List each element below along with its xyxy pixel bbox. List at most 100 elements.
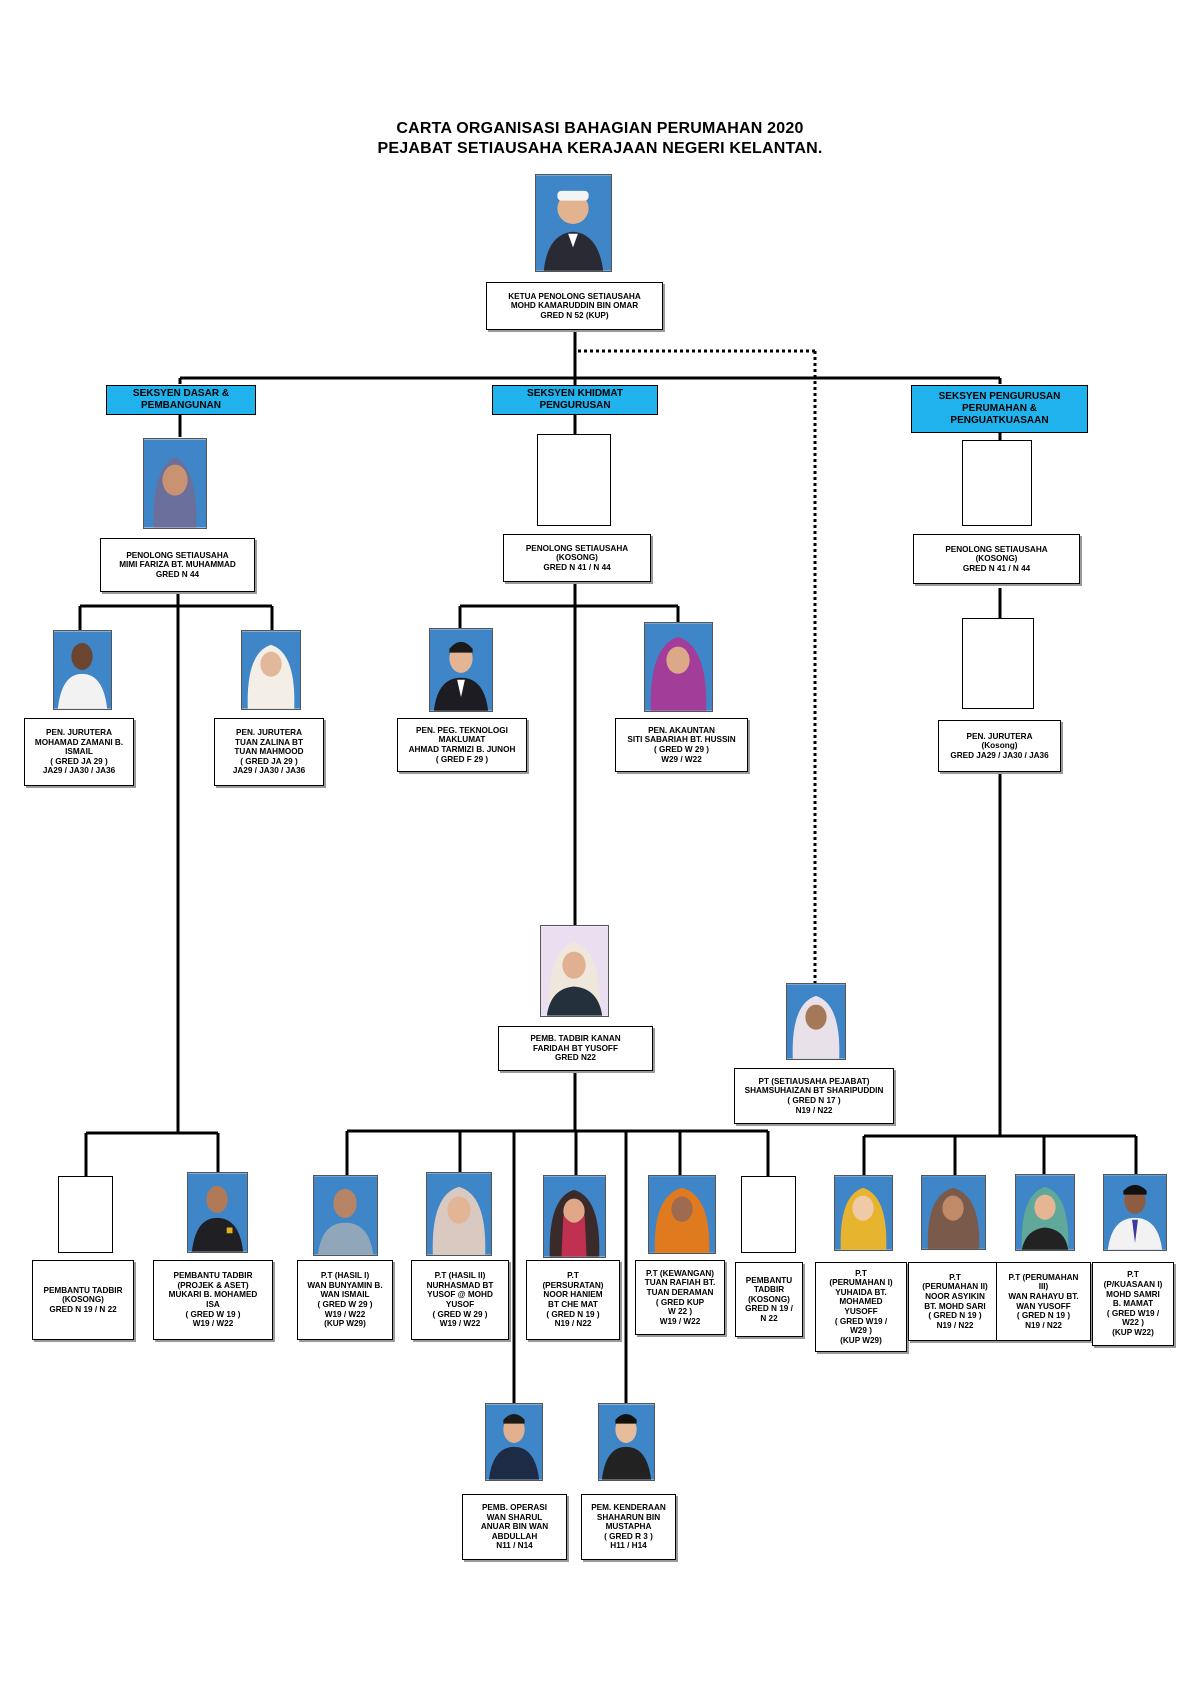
setiausaha-pejabat-box: PT (SETIAUSAHA PEJABAT) SHAMSUHAIZAN BT … xyxy=(734,1068,894,1124)
grade: ( GRED N 19 ) xyxy=(546,1309,600,1319)
position: KETUA PENOLONG SETIAUSAHA xyxy=(508,291,641,301)
grade: W19 / W22 xyxy=(659,1316,701,1326)
grade: JA29 / JA30 / JA36 xyxy=(42,766,116,776)
grade: N 22 xyxy=(760,1313,778,1323)
person-name: (KOSONG) xyxy=(556,553,598,563)
person-name: BT CHE MAT xyxy=(548,1300,598,1309)
section-label: PERUMAHAN & xyxy=(962,403,1037,414)
khidmat-ptk-box: PEMB. TADBIR KANAN FARIDAH BT YUSOFF GRE… xyxy=(498,1026,653,1071)
pengurusan-perumahan3-photo xyxy=(1015,1174,1075,1251)
section-pengurusan: SEKSYEN PENGURUSAN PERUMAHAN & PENGUATKU… xyxy=(911,385,1088,433)
grade: ( GRED KUP xyxy=(655,1297,705,1307)
khidmat-akauntan-box: PEN. AKAUNTAN SITI SABARIAH BT. HUSSIN (… xyxy=(615,718,748,772)
person-name: TUAN MAHMOOD xyxy=(234,747,304,757)
khidmat-persuratan-box: P.T (PERSURATAN) NOOR HANIEM BT CHE MAT … xyxy=(526,1260,620,1340)
dasar-ps-box: PENOLONG SETIAUSAHA MIMI FARIZA BT. MUHA… xyxy=(100,538,255,592)
position: PT (SETIAUSAHA PEJABAT) xyxy=(758,1076,870,1086)
position: P.T xyxy=(855,1268,867,1278)
chart-title-line2: PEJABAT SETIAUSAHA KERAJAAN NEGERI KELAN… xyxy=(377,140,823,157)
grade: N11 / N14 xyxy=(496,1541,533,1551)
khidmat-persuratan-photo xyxy=(543,1175,606,1258)
person-name: (Kosong) xyxy=(981,741,1018,751)
grade: ( GRED JA 29 ) xyxy=(240,756,298,766)
person-name: YUSOF @ MOHD xyxy=(427,1290,493,1300)
position: (PERSURATAN) xyxy=(542,1280,604,1290)
position: PENOLONG SETIAUSAHA xyxy=(126,550,229,560)
position: PENOLONG SETIAUSAHA xyxy=(525,543,629,553)
head-photo xyxy=(535,174,612,272)
pengurusan-perumahan1-photo xyxy=(834,1175,893,1251)
grade: GRED N 41 / N 44 xyxy=(543,562,611,572)
khidmat-ppt-box: PEN. PEG. TEKNOLOGI MAKLUMAT AHMAD TARMI… xyxy=(397,718,527,772)
person-name: ABDULLAH xyxy=(491,1531,538,1541)
khidmat-operasi-photo xyxy=(485,1403,543,1481)
pengurusan-perumahan1-box: P.T (PERUMAHAN I) YUHAIDA BT. MOHAMED YU… xyxy=(815,1262,907,1352)
pengurusan-jurutera-box: PEN. JURUTERA (Kosong) GRED JA29 / JA30 … xyxy=(938,720,1061,772)
position: (PROJEK & ASET) xyxy=(177,1280,249,1290)
grade: JA29 / JA30 / JA36 xyxy=(232,766,306,776)
khidmat-kewangan-photo xyxy=(648,1175,716,1254)
person-name: SHAHARUN BIN xyxy=(596,1512,661,1522)
pengurusan-perumahan3-box: P.T (PERUMAHAN III) WAN RAHAYU BT. WAN Y… xyxy=(996,1262,1091,1341)
grade: N19 / N22 xyxy=(1025,1320,1062,1330)
dasar-pt-kosong-photo-placeholder xyxy=(58,1176,113,1253)
person-name: WAN ISMAIL xyxy=(320,1290,370,1300)
dasar-pt-projek-box: PEMBANTU TADBIR (PROJEK & ASET) MUKARI B… xyxy=(153,1260,273,1340)
grade: ( GRED W 29 ) xyxy=(432,1309,488,1319)
khidmat-pt-kosong-photo-placeholder xyxy=(741,1176,796,1253)
dasar-pt-kosong-box: PEMBANTU TADBIR (KOSONG) GRED N 19 / N 2… xyxy=(32,1260,134,1340)
position: (P/KUASAAN I) xyxy=(1103,1280,1163,1290)
person-name: TUAN ZALINA BT xyxy=(235,737,303,747)
person-name: ISA xyxy=(206,1300,220,1309)
grade: (KUP W29) xyxy=(840,1335,882,1345)
grade: ( GRED W19 / xyxy=(1106,1308,1160,1318)
grade: GRED N 52 (KUP) xyxy=(540,310,609,320)
position: P.T xyxy=(567,1271,579,1281)
dasar-jurutera2-box: PEN. JURUTERA TUAN ZALINA BT TUAN MAHMOO… xyxy=(214,718,324,786)
position: TADBIR xyxy=(753,1285,785,1295)
dasar-ps-photo xyxy=(143,438,207,529)
person-name: NOOR HANIEM xyxy=(543,1290,603,1300)
section-label: SEKSYEN KHIDMAT xyxy=(527,388,623,399)
position: MAKLUMAT xyxy=(438,735,486,745)
grade: H11 / H14 xyxy=(610,1541,647,1551)
position: (PERUMAHAN I) xyxy=(829,1278,893,1288)
head-box: KETUA PENOLONG SETIAUSAHA MOHD KAMARUDDI… xyxy=(486,282,663,330)
person-name: SHAMSUHAIZAN BT SHARIPUDDIN xyxy=(744,1086,884,1096)
person-name: TUAN DERAMAN xyxy=(646,1287,714,1297)
khidmat-hasil1-box: P.T (HASIL I) WAN BUNYAMIN B. WAN ISMAIL… xyxy=(297,1260,393,1340)
pengurusan-jurutera-photo-placeholder xyxy=(962,618,1034,709)
grade: W29 / W22 xyxy=(661,754,702,764)
position: PEMBANTU TADBIR xyxy=(173,1271,253,1281)
grade: (KUP W29) xyxy=(324,1319,366,1329)
person-name: WAN BUNYAMIN B. xyxy=(307,1280,383,1290)
person-name: MIMI FARIZA BT. MUHAMMAD xyxy=(119,560,236,570)
grade: ( GRED F 29 ) xyxy=(435,754,489,764)
person-name: YUSOF xyxy=(445,1300,475,1309)
grade: GRED JA29 / JA30 / JA36 xyxy=(950,750,1049,760)
grade: GRED N 19 / N 22 xyxy=(49,1304,117,1314)
position: P.T (PERUMAHAN xyxy=(1008,1272,1079,1282)
person-name: WAN RAHAYU BT. xyxy=(1008,1291,1079,1301)
person-name: ANUAR BIN WAN xyxy=(480,1522,549,1532)
person-name: FARIDAH BT YUSOFF xyxy=(533,1043,618,1053)
position: P.T (HASIL I) xyxy=(320,1271,370,1281)
position: PEN. PEG. TEKNOLOGI xyxy=(416,725,508,735)
grade: GRED N 44 xyxy=(155,569,200,579)
khidmat-kewangan-box: P.T (KEWANGAN) TUAN RAFIAH BT. TUAN DERA… xyxy=(635,1260,725,1335)
grade: W19 / W22 xyxy=(192,1319,234,1329)
grade: (KUP W22) xyxy=(1112,1327,1154,1337)
grade: ( GRED N 19 ) xyxy=(928,1311,982,1321)
position: PEMBANTU TADBIR xyxy=(43,1285,123,1295)
person-name: ISMAIL xyxy=(65,747,93,757)
grade: ( GRED N 19 ) xyxy=(1016,1311,1071,1321)
position: PEMB. OPERASI xyxy=(481,1503,548,1513)
setiausaha-pejabat-photo xyxy=(786,983,846,1060)
khidmat-kenderaan-photo xyxy=(598,1403,655,1481)
grade: ( GRED W 19 ) xyxy=(185,1309,241,1319)
position: P.T xyxy=(1127,1270,1139,1280)
grade: ( GRED W19 / xyxy=(834,1316,888,1326)
position: PEMBANTU xyxy=(745,1275,793,1285)
pengurusan-kuasaan-photo xyxy=(1103,1174,1167,1251)
